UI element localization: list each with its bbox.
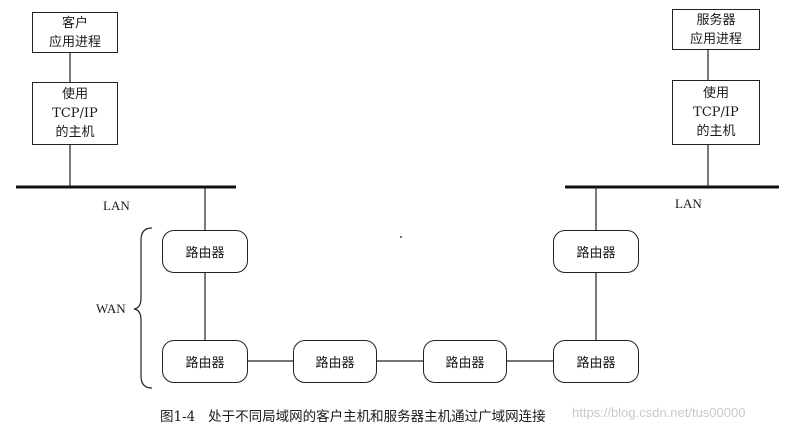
router-bottom-2: 路由器 — [293, 340, 377, 383]
router-bottom-4: 路由器 — [553, 340, 639, 383]
server-app-box: 服务器 应用进程 — [672, 9, 760, 50]
wan-brace — [133, 227, 153, 389]
router-top-right: 路由器 — [553, 230, 639, 273]
server-host-label-line3: 的主机 — [696, 124, 736, 139]
router-top-left: 路由器 — [162, 230, 248, 273]
server-host-box: 使用 TCP/IP 的主机 — [672, 80, 760, 145]
client-host-label-line3: 的主机 — [55, 125, 95, 140]
router-bottom-1: 路由器 — [162, 340, 248, 383]
client-app-label-line2: 应用进程 — [48, 34, 101, 50]
stray-dot — [400, 236, 402, 238]
server-host-label-line1: 使用 — [702, 86, 729, 101]
lan-left-label: LAN — [103, 198, 130, 213]
client-app-label-line1: 客户 — [61, 15, 88, 31]
server-host-label-line2: TCP/IP — [693, 105, 739, 120]
wan-label: WAN — [96, 301, 126, 316]
server-app-label-line1: 服务器 — [696, 12, 736, 28]
client-host-label-line1: 使用 — [61, 87, 88, 102]
client-app-box: 客户 应用进程 — [32, 12, 118, 53]
watermark: https://blog.csdn.net/tus00000 — [572, 405, 746, 420]
client-host-label-line2: TCP/IP — [52, 106, 98, 121]
server-app-label-line2: 应用进程 — [689, 31, 742, 47]
lan-right-label: LAN — [675, 196, 702, 211]
figure-caption: 图1-4 处于不同局域网的客户主机和服务器主机通过广域网连接 — [160, 409, 546, 425]
client-host-box: 使用 TCP/IP 的主机 — [32, 82, 118, 145]
router-bottom-3: 路由器 — [423, 340, 507, 383]
